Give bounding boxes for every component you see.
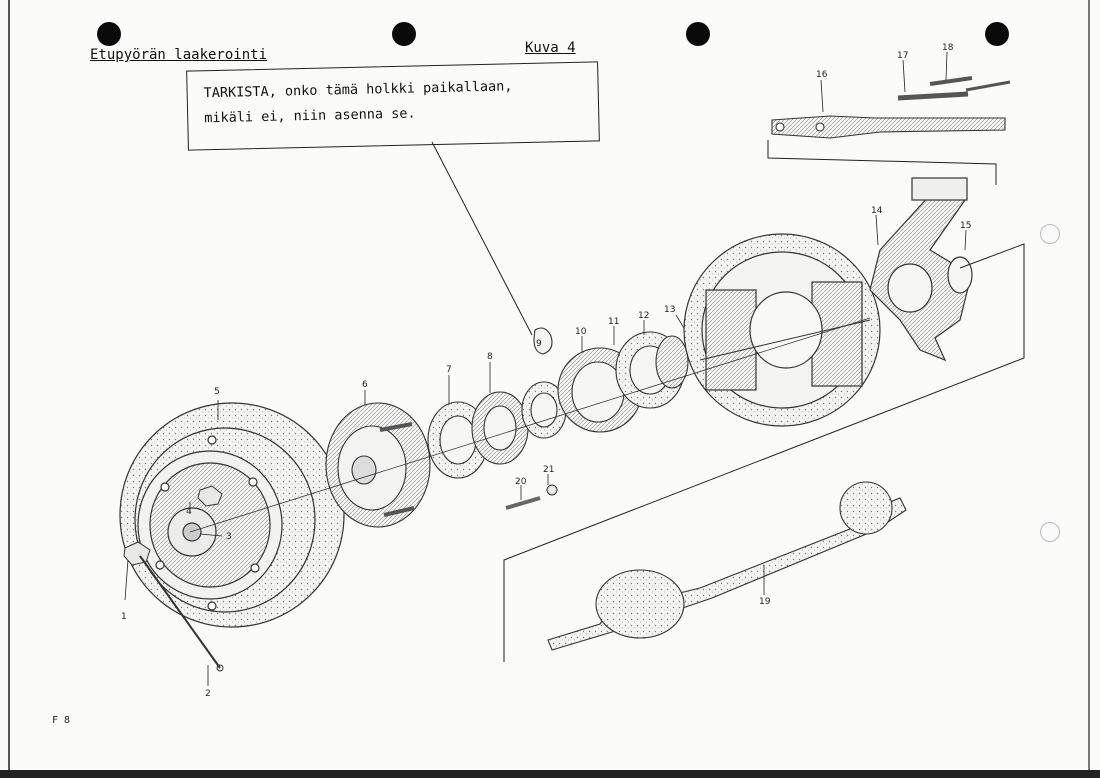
part-label-9: 9 <box>536 339 542 349</box>
binder-hole-1 <box>97 22 121 46</box>
part-label-19: 19 <box>759 597 771 607</box>
part-label-5: 5 <box>214 387 220 397</box>
part-label-20: 20 <box>515 477 527 487</box>
binder-hole-3 <box>686 22 710 46</box>
part-label-7: 7 <box>446 365 452 375</box>
part-label-13: 13 <box>664 305 675 315</box>
binder-hole-2 <box>392 22 416 46</box>
brake-backing-plate <box>683 233 881 427</box>
figure-number: Kuva 4 <box>525 40 576 56</box>
bearing-stack <box>427 327 689 479</box>
bracket-upper <box>767 140 997 185</box>
note-leader-line <box>431 141 533 336</box>
part-label-17: 17 <box>897 51 908 61</box>
part-label-12: 12 <box>638 311 649 321</box>
part-label-14: 14 <box>871 206 883 216</box>
part-label-16: 16 <box>816 70 828 80</box>
part-label-11: 11 <box>608 317 619 327</box>
fixing-bolt <box>505 484 558 510</box>
upper-control-arm <box>771 76 1011 139</box>
part-label-1: 1 <box>121 612 127 622</box>
part-label-6: 6 <box>362 380 368 390</box>
split-pin <box>139 555 221 669</box>
page-title: Etupyörän laakerointi <box>90 47 268 63</box>
part-label-2: 2 <box>205 689 211 699</box>
part-label-10: 10 <box>575 327 587 337</box>
part-label-4: 4 <box>186 507 192 517</box>
drive-shaft <box>547 481 907 651</box>
brake-drum <box>119 402 345 628</box>
part-label-21: 21 <box>543 465 554 475</box>
binder-hole-4 <box>985 22 1009 46</box>
page-bottom-edge <box>0 770 1100 778</box>
page-left-edge <box>8 0 10 778</box>
wheel-hub <box>325 402 431 528</box>
part-label-18: 18 <box>942 43 954 53</box>
part-label-3: 3 <box>226 532 232 542</box>
label-leaders <box>124 51 967 686</box>
page-number: F 8 <box>52 715 71 726</box>
part-label-15: 15 <box>960 221 971 231</box>
margin-hole-2 <box>1040 522 1060 542</box>
split-pin-eye <box>216 664 224 672</box>
margin-hole-1 <box>1040 224 1060 244</box>
page-right-edge <box>1088 0 1090 778</box>
assembly-axis <box>189 317 871 533</box>
bracket-lower <box>503 243 1025 662</box>
part-label-8: 8 <box>487 352 493 362</box>
